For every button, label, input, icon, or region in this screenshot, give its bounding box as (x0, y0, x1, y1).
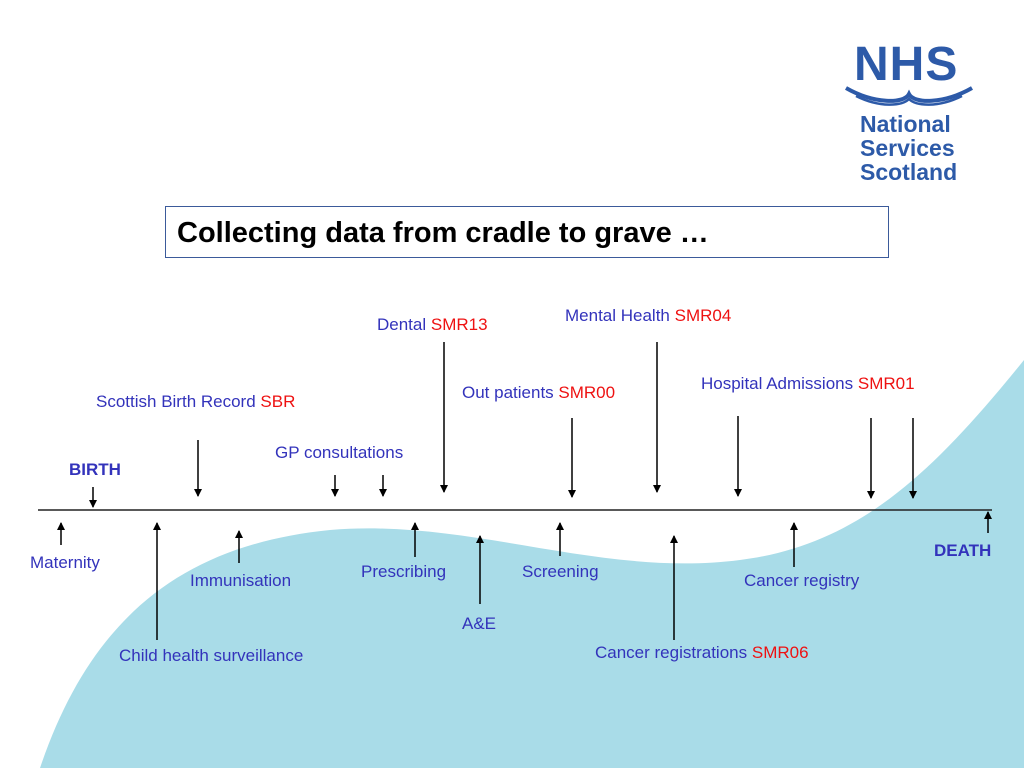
nhs-logo: NHS National Services Scotland (840, 38, 980, 188)
logo-line-scotland: Scotland (860, 159, 958, 185)
label-mental-health-text: Mental Health (565, 306, 670, 325)
label-out-patients-code: SMR00 (558, 383, 616, 402)
title-box: Collecting data from cradle to grave … (165, 206, 889, 258)
label-screening: Screening (522, 562, 599, 581)
birth-label: BIRTH (69, 460, 121, 479)
logo-line-services: Services (860, 135, 955, 161)
label-gp-consultations: GP consultations (275, 443, 404, 462)
label-prescribing: Prescribing (361, 562, 447, 581)
label-out-patients-text: Out patients (462, 383, 554, 402)
label-hospital-admissions: Hospital Admissions SMR01 (701, 374, 915, 394)
label-sbr-code: SBR (260, 392, 296, 411)
label-dental-code: SMR13 (430, 315, 488, 334)
wave-shape (40, 360, 1024, 768)
label-cancer-registrations: Cancer registrations SMR06 (595, 643, 809, 663)
label-dental-text: Dental (377, 315, 427, 334)
label-ae: A&E (462, 614, 497, 633)
label-out-patients: Out patients SMR00 (462, 383, 615, 403)
label-dental: Dental SMR13 (377, 315, 488, 335)
label-immunisation: Immunisation (190, 571, 292, 590)
label-sbr-text: Scottish Birth Record (96, 392, 256, 411)
label-scottish-birth-record: Scottish Birth Record SBR (96, 392, 295, 412)
logo-nhs-text: NHS (854, 38, 959, 91)
label-mental-health-code: SMR04 (674, 306, 732, 325)
label-mental-health: Mental Health SMR04 (565, 306, 731, 326)
label-cancer-registrations-code: SMR06 (751, 643, 809, 662)
logo-wave-icon (845, 86, 973, 106)
page-title: Collecting data from cradle to grave … (177, 217, 709, 249)
label-hospital-admissions-code: SMR01 (857, 374, 915, 393)
logo-line-national: National (860, 111, 951, 137)
label-cancer-registrations-text: Cancer registrations (595, 643, 748, 662)
label-maternity: Maternity (30, 553, 100, 572)
death-label: DEATH (934, 541, 992, 560)
label-cancer-registry: Cancer registry (744, 571, 860, 590)
label-hospital-admissions-text: Hospital Admissions (701, 374, 854, 393)
label-child-health-surveillance: Child health surveillance (119, 646, 304, 665)
